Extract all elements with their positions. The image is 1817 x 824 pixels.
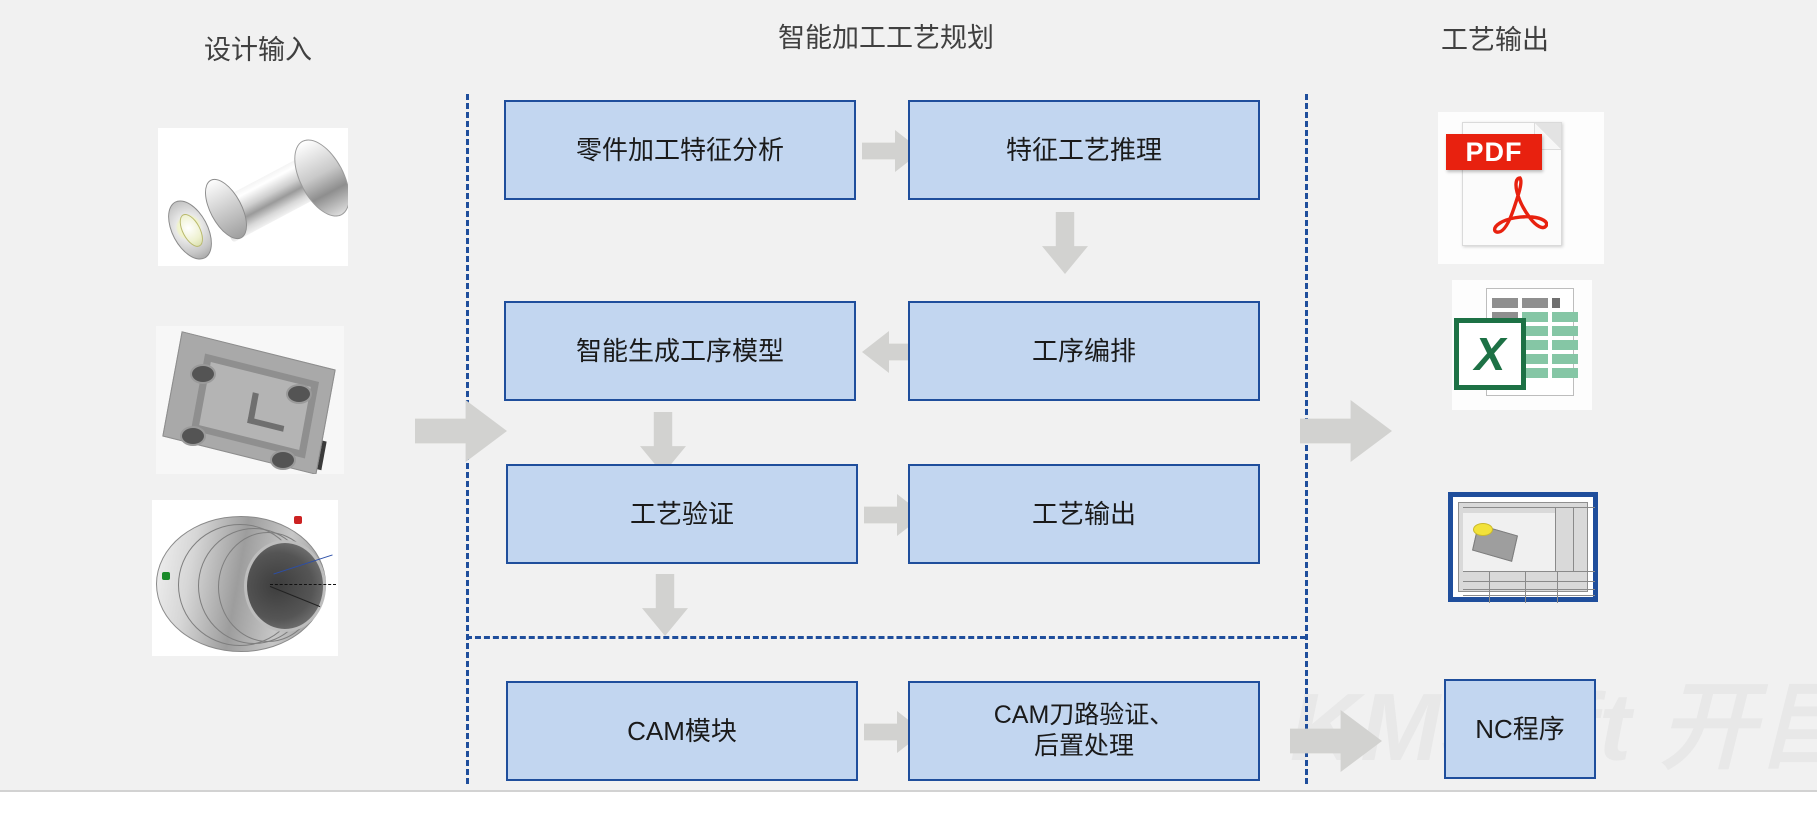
footer-strip (0, 792, 1817, 824)
arrow-reasoning-to-sequence (1042, 212, 1088, 274)
sheet-rule (1557, 571, 1558, 603)
box-process-output[interactable]: 工艺输出 (908, 464, 1260, 564)
design-input-mold-plate (156, 326, 344, 474)
casing-origin-marker (162, 572, 170, 580)
heading-design-input: 设计输入 (204, 35, 312, 65)
sheet-rule (1463, 595, 1595, 596)
mold-bore-hole (286, 384, 312, 404)
mold-bore-hole (190, 364, 216, 384)
box-operation-sequencing[interactable]: 工序编排 (908, 301, 1260, 401)
casing-axis-marker (294, 516, 302, 524)
sheet-rule (1489, 571, 1490, 603)
sheet-rule (1463, 507, 1595, 508)
sheet-rule (1573, 507, 1574, 571)
mold-bore-hole (180, 426, 206, 446)
mold-bore-hole (270, 450, 296, 470)
sheet-canvas (1458, 502, 1595, 603)
excel-data-cell (1522, 312, 1548, 322)
design-input-engine-casing (152, 500, 338, 656)
sheet-rule (1463, 589, 1595, 590)
casing-bore (244, 540, 326, 632)
heading-intelligent-process-planning: 智能加工工艺规划 (778, 23, 994, 53)
divider-dashed-horizontal (466, 636, 1306, 639)
toolpath-label-line1: CAM刀路验证、 (993, 700, 1175, 729)
pdf-acrobat-icon (1492, 176, 1549, 234)
sheet-rule (1525, 571, 1526, 603)
box-nc-program[interactable]: NC程序 (1444, 679, 1596, 779)
excel-data-cell (1552, 340, 1578, 350)
sheet-rule (1463, 581, 1595, 582)
excel-header-cell (1492, 312, 1518, 322)
footer-rule (0, 790, 1817, 792)
excel-header-cell (1552, 298, 1560, 308)
toolpath-label-line2: 后置处理 (1033, 732, 1134, 760)
excel-data-cell (1552, 312, 1578, 322)
sheet-rule (1555, 507, 1556, 571)
excel-data-cell (1552, 354, 1578, 364)
box-cam-module[interactable]: CAM模块 (506, 681, 858, 781)
heading-process-output: 工艺输出 (1441, 25, 1549, 55)
box-feature-analysis[interactable]: 零件加工特征分析 (504, 100, 856, 200)
casing-axis (270, 584, 336, 585)
excel-data-cell (1522, 326, 1548, 336)
arrow-input-to-planning (415, 400, 507, 462)
output-pdf-document: PDF (1438, 112, 1604, 264)
pdf-badge: PDF (1446, 134, 1542, 170)
box-process-validation[interactable]: 工艺验证 (506, 464, 858, 564)
box-feature-process-reasoning[interactable]: 特征工艺推理 (908, 100, 1260, 200)
excel-header-cell (1492, 298, 1518, 308)
output-excel-spreadsheet: X (1452, 280, 1592, 410)
excel-data-cell (1522, 354, 1548, 364)
sheet-border (1448, 492, 1598, 603)
sheet-part-highlight (1473, 523, 1493, 536)
output-process-sheet-drawing (1448, 492, 1598, 603)
excel-data-cell (1552, 326, 1578, 336)
box-cam-toolpath-verification[interactable]: CAM刀路验证、 后置处理 (908, 681, 1260, 781)
sheet-rule (1463, 571, 1595, 572)
excel-header-cell (1522, 298, 1548, 308)
arrow-output-to-cam (642, 574, 688, 636)
arrow-toolpath-to-nc-program (1290, 710, 1382, 772)
excel-data-cell (1552, 368, 1578, 378)
box-intelligent-operation-model[interactable]: 智能生成工序模型 (504, 301, 856, 401)
design-input-shaft-housing (158, 128, 348, 266)
excel-data-cell (1522, 368, 1548, 378)
excel-data-cell (1522, 340, 1548, 350)
arrow-planning-to-output (1300, 400, 1392, 462)
excel-badge: X (1454, 318, 1526, 390)
